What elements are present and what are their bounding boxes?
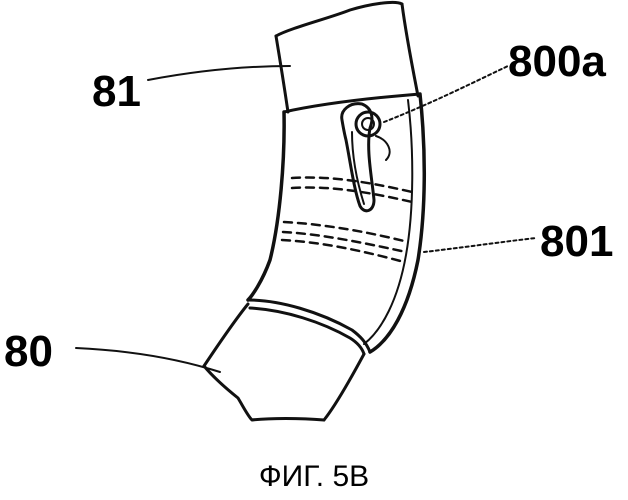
coupling-sleeve [248,94,424,354]
label-81: 81 [92,67,141,116]
lower-tube [204,304,364,420]
label-801: 801 [540,217,613,266]
label-80: 80 [4,327,53,376]
label-800a: 800a [508,37,606,86]
leader-lines [76,66,536,372]
figure-caption: ФИГ. 5B [259,460,369,493]
